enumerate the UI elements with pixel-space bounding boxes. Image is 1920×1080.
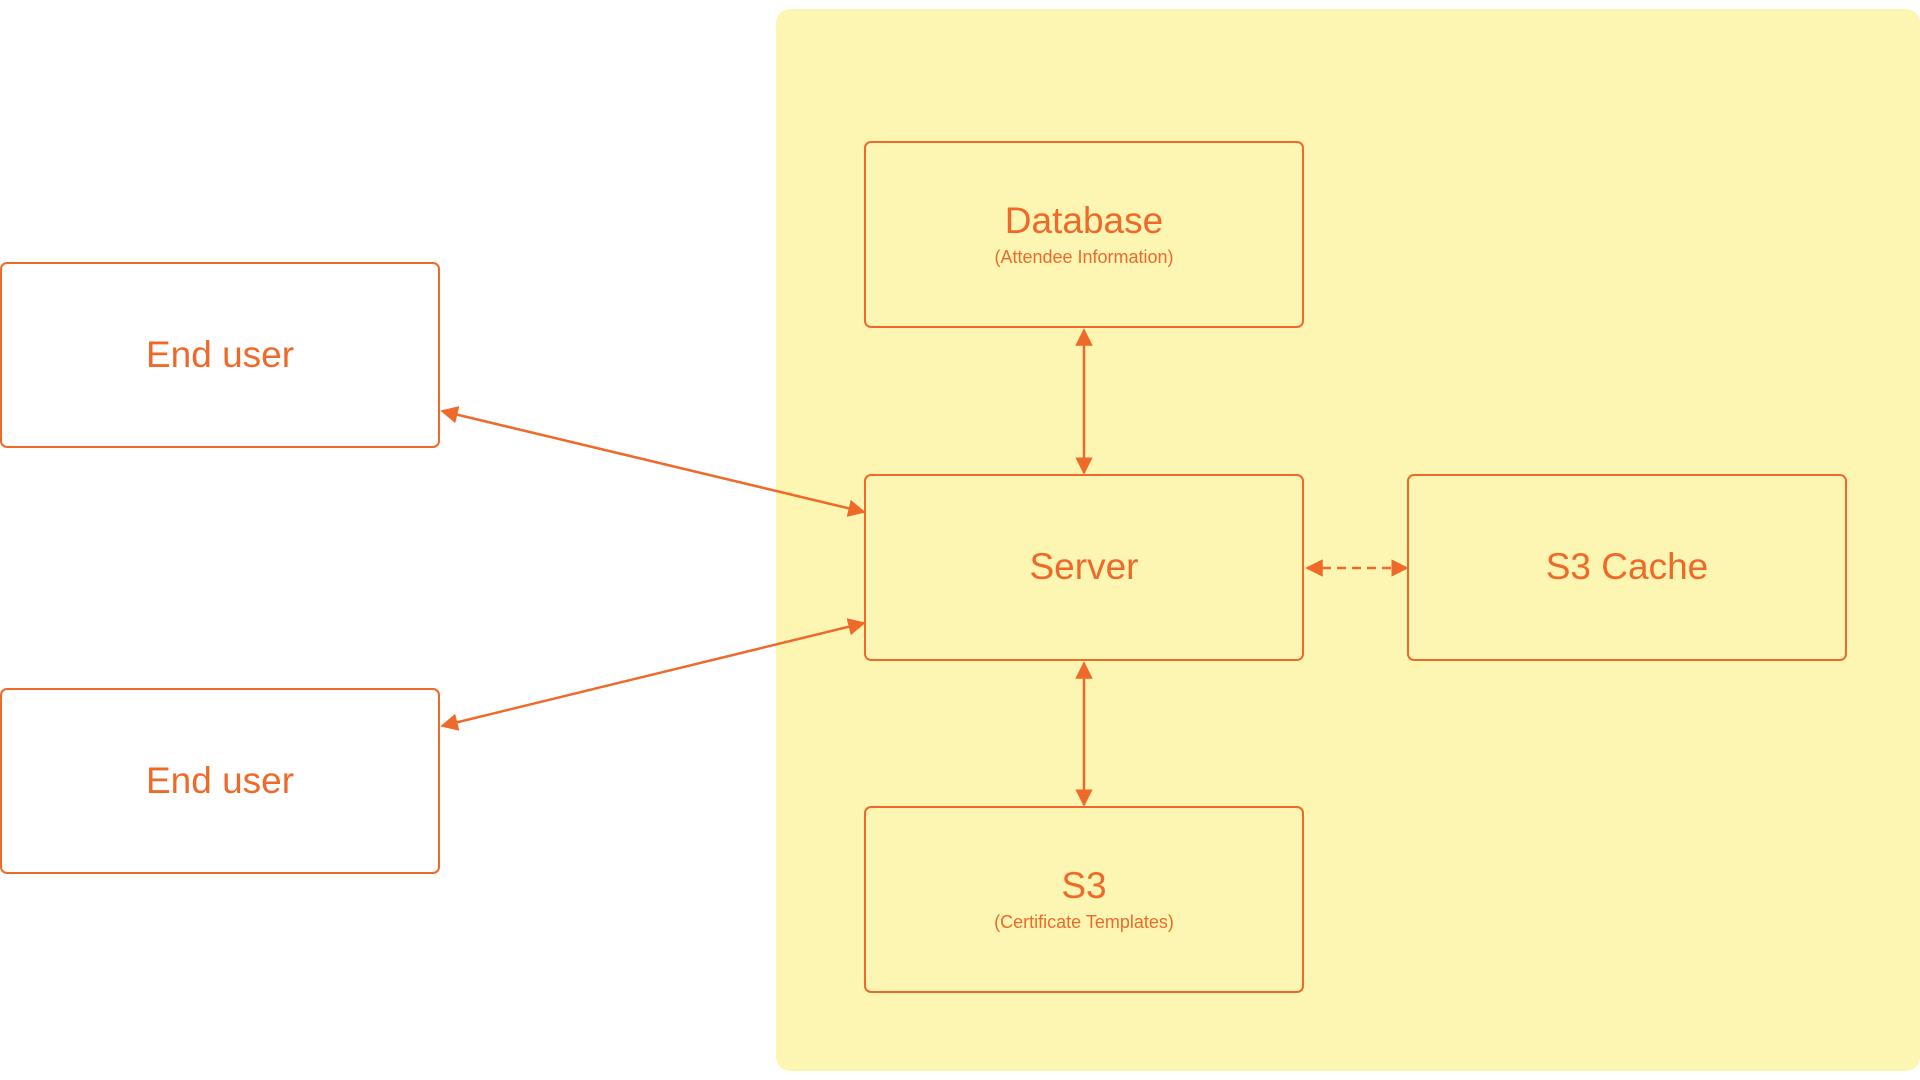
s3-cache-node: S3 Cache [1407, 474, 1847, 661]
database-sublabel: (Attendee Information) [994, 246, 1174, 267]
server-node: Server [864, 474, 1304, 661]
s3-label: S3 [1061, 865, 1107, 907]
s3-sublabel: (Certificate Templates) [994, 911, 1174, 932]
end-user-bottom-label: End user [145, 759, 295, 801]
s3-cache-label: S3 Cache [1545, 546, 1709, 588]
database-node: Database (Attendee Information) [864, 141, 1304, 328]
s3-node: S3 (Certificate Templates) [864, 806, 1304, 993]
end-user-bottom-node: End user [0, 688, 440, 874]
end-user-top-node: End user [0, 262, 440, 448]
end-user-top-label: End user [145, 333, 295, 375]
database-label: Database [1004, 200, 1164, 242]
server-label: Server [1029, 546, 1139, 588]
